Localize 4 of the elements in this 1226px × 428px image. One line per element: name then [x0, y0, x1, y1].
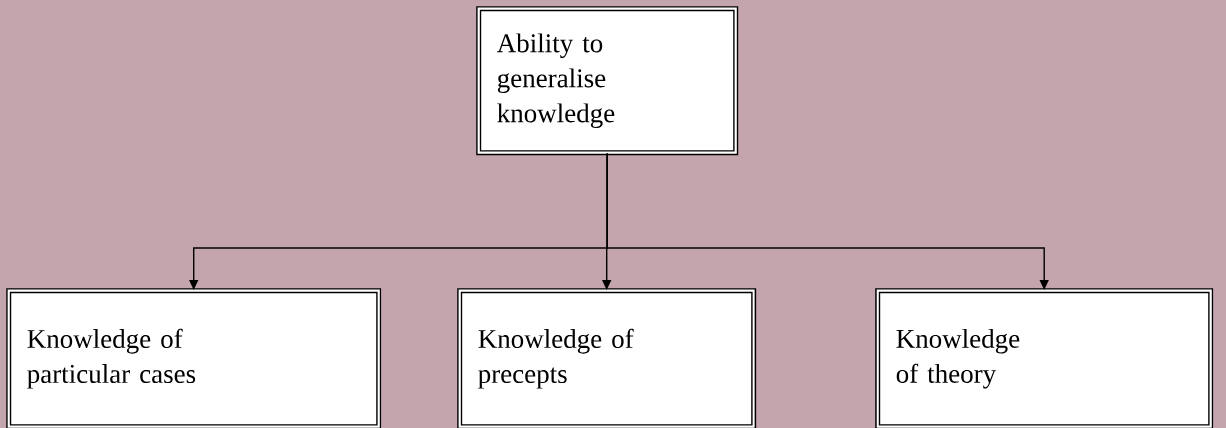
text-box: Ability to generalise knowledge: [476, 6, 739, 156]
text-box: Knowledge of particular cases: [6, 288, 382, 428]
text-box: Knowledge of theory: [875, 288, 1214, 428]
text-box: Knowledge of precepts: [457, 288, 757, 428]
